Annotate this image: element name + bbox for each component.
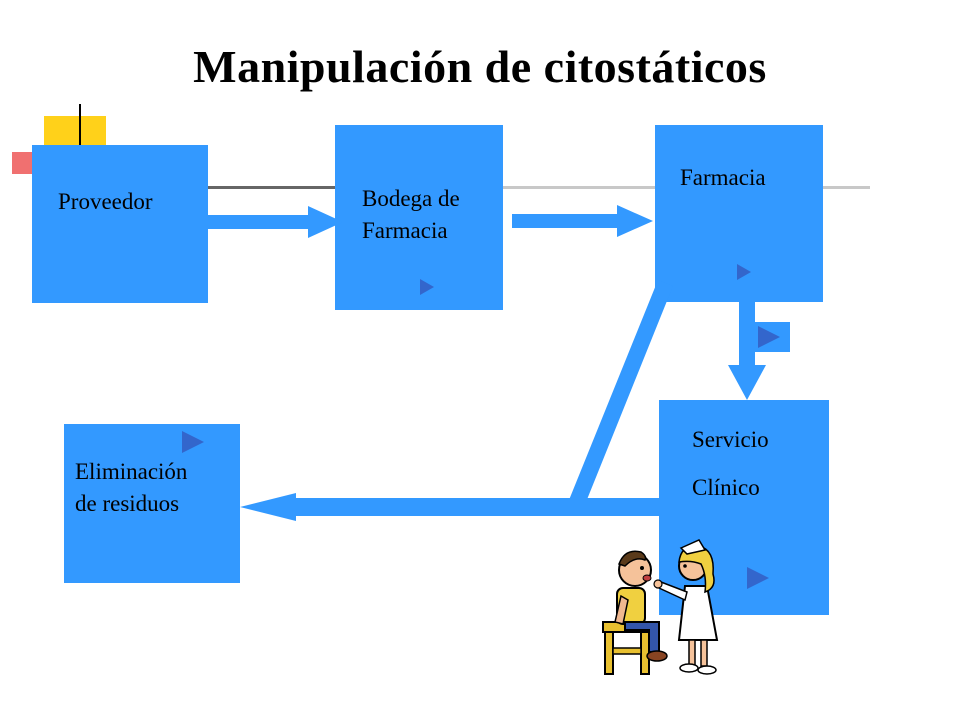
play-marker-icon: [182, 431, 204, 453]
arrow-proveedor-to-bodega: [208, 206, 343, 238]
decor-horizontal-line: [204, 186, 344, 189]
label-bodega-farmacia: Bodega de Farmacia: [362, 186, 460, 243]
nurse-patient-clipart-icon: [602, 539, 719, 675]
label-farmacia: Farmacia: [680, 165, 766, 190]
decor-red-bar: [12, 152, 38, 174]
node-eliminacion-residuos: [64, 424, 240, 583]
play-marker-icon: [420, 279, 434, 295]
arrow-farmacia-diagonal: [569, 280, 673, 502]
arrow-farmacia-to-servicio: [728, 300, 766, 400]
slide-title: Manipulación de citostáticos: [193, 41, 767, 92]
play-marker-icon: [758, 326, 780, 348]
label-servicio-clinico: Servicio Clínico: [692, 427, 769, 500]
arrow-servicio-to-eliminacion: [240, 493, 660, 521]
arrow-bodega-to-farmacia: [512, 205, 653, 237]
label-proveedor: Proveedor: [58, 189, 153, 214]
play-marker-icon: [737, 264, 751, 280]
node-proveedor: [32, 145, 208, 303]
play-marker-icon: [747, 567, 769, 589]
node-bodega-farmacia: [335, 125, 503, 310]
label-eliminacion-residuos: Eliminación de residuos: [75, 459, 188, 516]
